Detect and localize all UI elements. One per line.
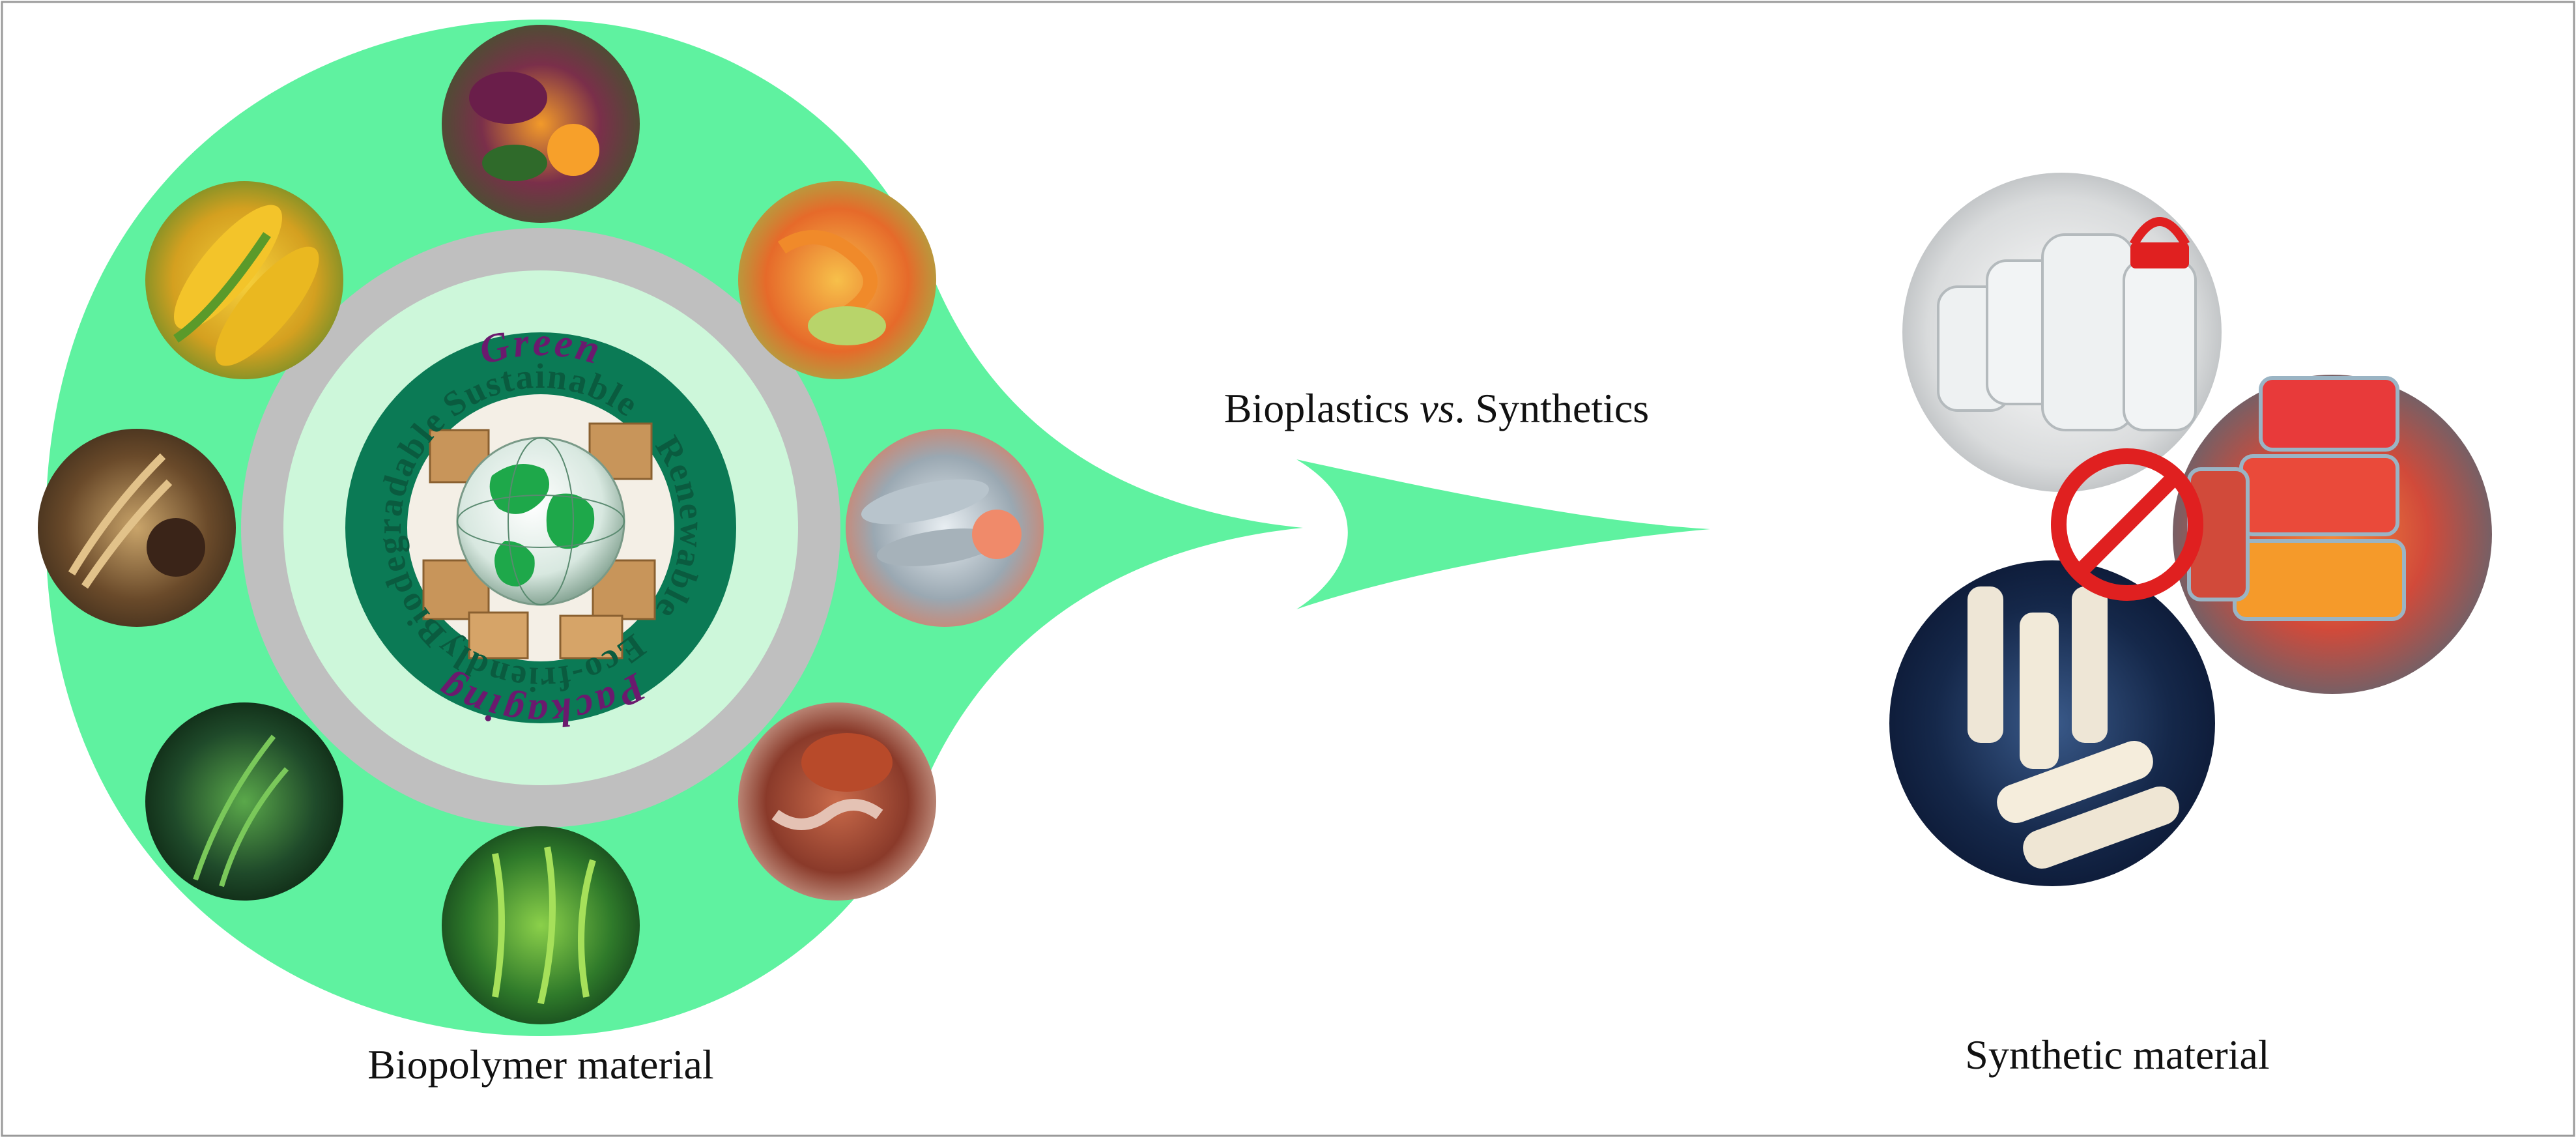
globe-boxes-icon xyxy=(422,422,656,659)
corn-icon xyxy=(145,181,343,379)
comparison-arrow xyxy=(1296,459,1710,609)
food-waste-icon xyxy=(442,25,640,223)
seaweed-icon xyxy=(442,826,640,1024)
plastic-film-rolls-icon xyxy=(1889,560,2215,886)
no-sign-icon xyxy=(2051,448,2203,601)
aquatic-plant-icon xyxy=(145,702,343,901)
synthetic-panel: Synthetic material xyxy=(1889,173,2492,1078)
food-containers-icon xyxy=(2173,375,2492,694)
comparison-heading: Bioplastics vs. Synthetics xyxy=(1224,385,1649,431)
fish-icon xyxy=(846,429,1044,627)
fruit-vegetable-peels-icon xyxy=(738,181,936,379)
plastic-jars-icon xyxy=(1902,173,2222,492)
biopolymer-caption: Biopolymer material xyxy=(367,1041,713,1088)
crab-octopus-seafood-icon xyxy=(738,702,936,901)
wheat-grain-icon xyxy=(38,429,236,627)
synthetic-caption: Synthetic material xyxy=(1965,1032,2269,1078)
biopolymer-panel: Green Packaging Sustainable Renewable Ec… xyxy=(38,20,1303,1088)
